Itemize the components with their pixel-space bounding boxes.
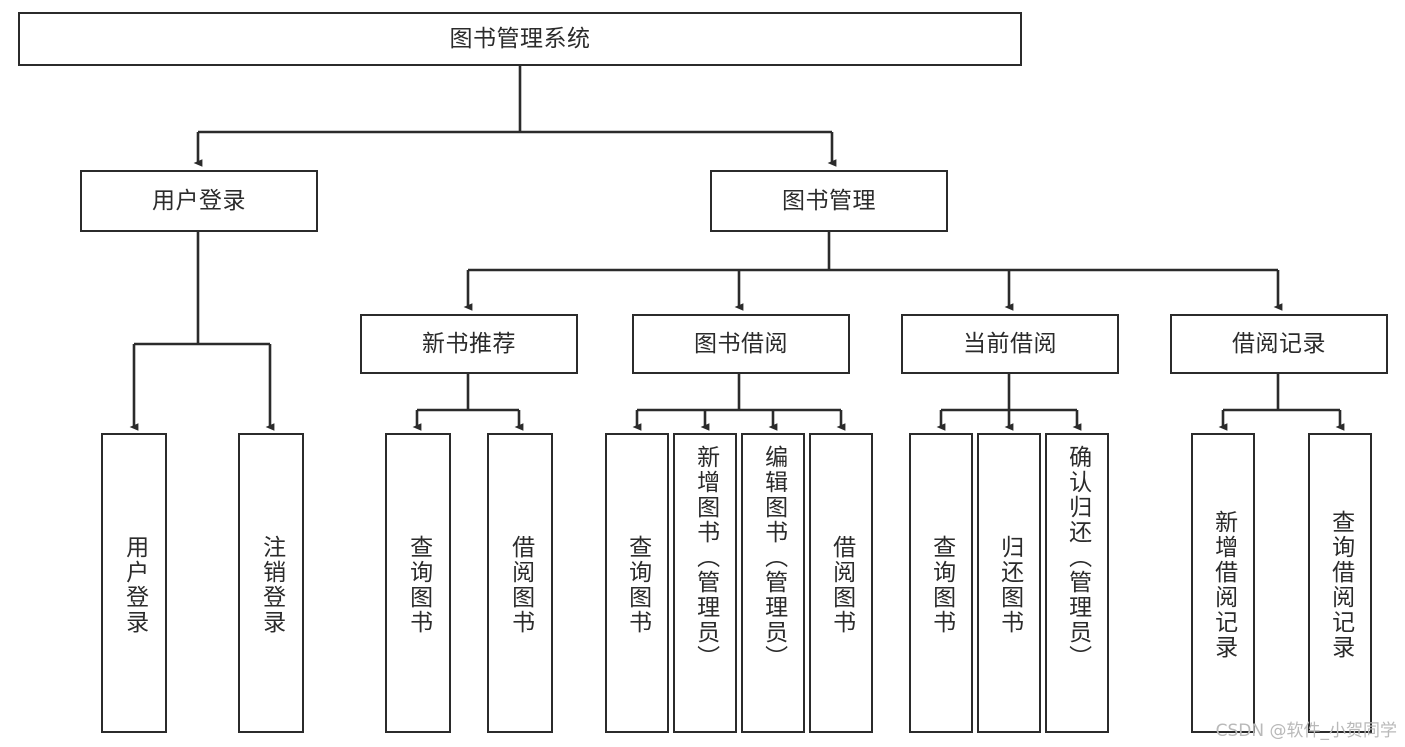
- leaf-add-borrow-record-label: 新增借阅记录: [1210, 510, 1237, 660]
- leaf-logout-login[interactable]: 注销登录: [238, 433, 304, 733]
- leaf-user-login-label: 用户登录: [121, 535, 148, 635]
- leaf-confirm-return[interactable]: 确认归还（管理员）: [1045, 433, 1109, 733]
- node-new-book-recommend-label: 新书推荐: [422, 330, 516, 357]
- leaf-borrow-book-2[interactable]: 借阅图书: [809, 433, 873, 733]
- leaf-add-book-label: 新增图书（管理员）: [692, 445, 719, 670]
- node-borrow-record-label: 借阅记录: [1232, 330, 1326, 357]
- leaf-query-book-2-label: 查询图书: [624, 535, 651, 635]
- leaf-borrow-book-1[interactable]: 借阅图书: [487, 433, 553, 733]
- leaf-return-book-label: 归还图书: [996, 535, 1023, 635]
- node-root[interactable]: 图书管理系统: [18, 12, 1022, 66]
- leaf-query-book-1[interactable]: 查询图书: [385, 433, 451, 733]
- leaf-edit-book[interactable]: 编辑图书（管理员）: [741, 433, 805, 733]
- leaf-borrow-book-2-label: 借阅图书: [828, 535, 855, 635]
- node-root-label: 图书管理系统: [449, 25, 591, 52]
- leaf-return-book[interactable]: 归还图书: [977, 433, 1041, 733]
- node-user-login[interactable]: 用户登录: [80, 170, 318, 232]
- node-book-borrow-label: 图书借阅: [694, 330, 788, 357]
- leaf-query-book-3[interactable]: 查询图书: [909, 433, 973, 733]
- leaf-add-book[interactable]: 新增图书（管理员）: [673, 433, 737, 733]
- node-borrow-record[interactable]: 借阅记录: [1170, 314, 1388, 374]
- node-current-borrow-label: 当前借阅: [963, 330, 1057, 357]
- leaf-logout-login-label: 注销登录: [258, 535, 285, 635]
- node-book-borrow[interactable]: 图书借阅: [632, 314, 850, 374]
- leaf-user-login[interactable]: 用户登录: [101, 433, 167, 733]
- leaf-query-book-3-label: 查询图书: [928, 535, 955, 635]
- leaf-query-borrow-record-label: 查询借阅记录: [1327, 510, 1354, 660]
- leaf-query-borrow-record[interactable]: 查询借阅记录: [1308, 433, 1372, 733]
- node-user-login-label: 用户登录: [152, 187, 246, 214]
- node-book-management-label: 图书管理: [782, 187, 876, 214]
- node-new-book-recommend[interactable]: 新书推荐: [360, 314, 578, 374]
- node-book-management[interactable]: 图书管理: [710, 170, 948, 232]
- leaf-borrow-book-1-label: 借阅图书: [507, 535, 534, 635]
- leaf-query-book-2[interactable]: 查询图书: [605, 433, 669, 733]
- leaf-edit-book-label: 编辑图书（管理员）: [760, 445, 787, 670]
- node-current-borrow[interactable]: 当前借阅: [901, 314, 1119, 374]
- leaf-query-book-1-label: 查询图书: [405, 535, 432, 635]
- leaf-add-borrow-record[interactable]: 新增借阅记录: [1191, 433, 1255, 733]
- leaf-confirm-return-label: 确认归还（管理员）: [1064, 445, 1091, 670]
